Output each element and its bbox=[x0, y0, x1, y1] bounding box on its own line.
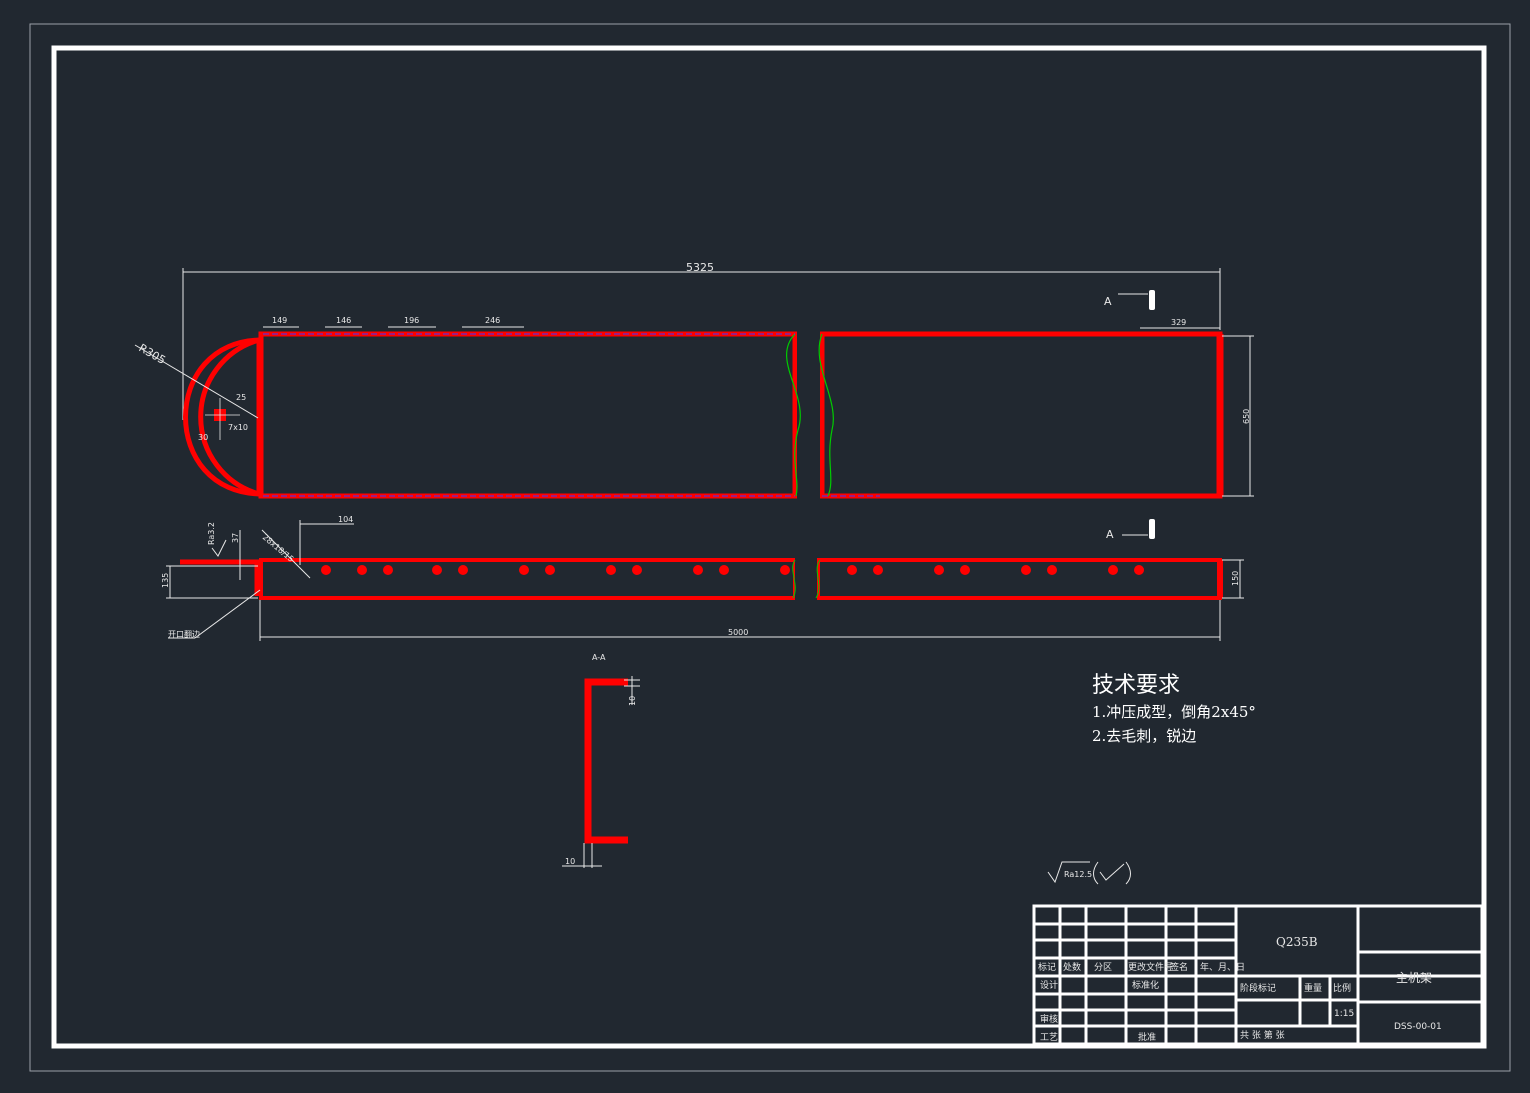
technical-requirements: 技术要求 1.冲压成型，倒角2x45° 2.去毛刺，锐边 bbox=[1092, 673, 1256, 745]
hole-row bbox=[321, 565, 1144, 575]
dim-150: 150 bbox=[1231, 571, 1240, 586]
approve-label: 批准 bbox=[1138, 1031, 1156, 1043]
dim-pitch-2: 146 bbox=[336, 316, 351, 325]
dim-pitch-1: 149 bbox=[272, 316, 287, 325]
stage-label: 阶段标记 bbox=[1240, 982, 1276, 994]
front-view: 104 28x18/15 Ra3.2 37 135 150 5000 开口翻边 … bbox=[161, 515, 1244, 641]
dim-small-2: 30 bbox=[198, 433, 208, 442]
rev-header-sign: 签名 bbox=[1170, 961, 1188, 973]
scale-value: 1:15 bbox=[1334, 1009, 1354, 1019]
tech-req-item-1: 1.冲压成型，倒角2x45° bbox=[1092, 703, 1256, 721]
drawing-number: DSS-00-01 bbox=[1394, 1022, 1442, 1032]
section-mark-bottom: A bbox=[1106, 528, 1114, 541]
dim-104: 104 bbox=[338, 515, 353, 524]
section-mark-top: A bbox=[1104, 295, 1112, 308]
surface-finish-symbol: Ra12.5 bbox=[1047, 861, 1131, 885]
weld-note: 开口翻边 bbox=[168, 629, 200, 639]
section-title: A-A bbox=[592, 653, 606, 662]
rev-header-mark: 标记 bbox=[1038, 961, 1056, 973]
rev-header-zone: 分区 bbox=[1094, 962, 1112, 973]
sheet-label: 共 张 第 张 bbox=[1240, 1029, 1285, 1041]
scale-label: 比例 bbox=[1333, 982, 1351, 994]
surface-finish-label: Ra12.5 bbox=[1064, 870, 1092, 879]
roughness-1: Ra3.2 bbox=[207, 522, 216, 545]
section-aa: A-A 10 10 bbox=[562, 653, 640, 868]
dim-pitch-3: 196 bbox=[404, 316, 419, 325]
dim-end-offset: 329 bbox=[1171, 318, 1186, 327]
dim-overall-length: 5325 bbox=[686, 261, 714, 274]
dim-radius: R305 bbox=[137, 341, 168, 367]
rev-header-count: 处数 bbox=[1063, 961, 1081, 973]
dim-section-wall: 10 bbox=[565, 857, 575, 866]
rev-header-date: 年、月、日 bbox=[1200, 961, 1245, 973]
reviewer-label: 审核 bbox=[1040, 1013, 1058, 1025]
dim-small-1: 25 bbox=[236, 393, 246, 402]
dim-small-3: 7x10 bbox=[228, 423, 248, 432]
drawing-frame bbox=[51, 45, 1487, 1049]
part-name: 主机架 bbox=[1396, 971, 1432, 985]
title-block-text: 标记 处数 分区 更改文件号 签名 年、月、日 设计 标准化 审核 工艺 批准 … bbox=[1038, 935, 1442, 1043]
tech-req-item-2: 2.去毛刺，锐边 bbox=[1092, 727, 1196, 745]
dim-37: 37 bbox=[231, 533, 240, 543]
top-view: 5325 149 146 196 246 329 R305 bbox=[134, 261, 1254, 503]
designer-label: 设计 bbox=[1040, 979, 1058, 991]
dim-height: 650 bbox=[1242, 409, 1251, 424]
title-block bbox=[1032, 904, 1484, 1046]
process-label: 工艺 bbox=[1040, 1032, 1058, 1043]
dim-135: 135 bbox=[161, 573, 170, 588]
dim-length-5000: 5000 bbox=[728, 628, 748, 637]
weight-label: 重量 bbox=[1304, 982, 1322, 994]
material: Q235B bbox=[1276, 935, 1318, 949]
dim-pitch-4: 246 bbox=[485, 316, 500, 325]
dim-section-flange: 10 bbox=[628, 696, 637, 706]
tech-req-title: 技术要求 bbox=[1092, 673, 1180, 698]
standard-label: 标准化 bbox=[1132, 979, 1159, 991]
rev-header-doc: 更改文件号 bbox=[1128, 961, 1173, 973]
sheet-border bbox=[29, 23, 1511, 1072]
